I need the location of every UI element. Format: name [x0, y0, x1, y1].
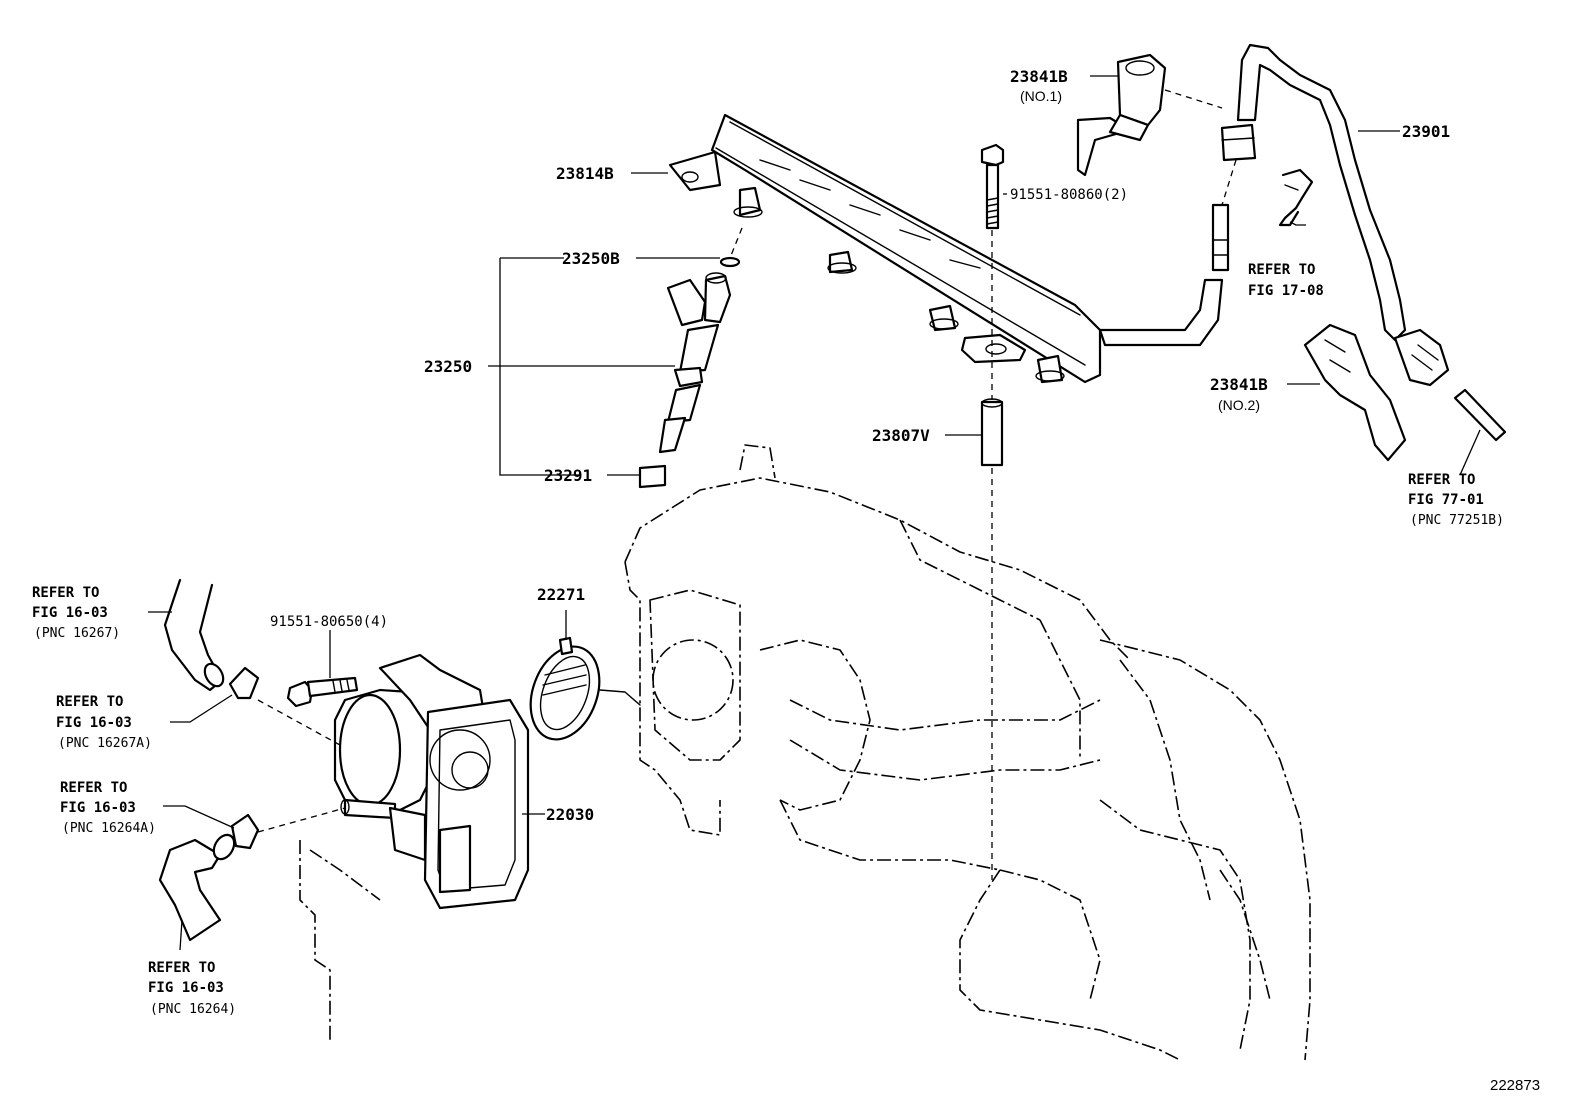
water-hose-upper[interactable]	[163, 578, 227, 692]
label-91551-80860: 91551-80860(2)	[1010, 187, 1128, 203]
leader-lines	[148, 75, 1481, 951]
ref-16264-line2: FIG 16-03	[148, 980, 224, 996]
vacuum-tube[interactable]	[1453, 388, 1507, 442]
fuel-hose[interactable]	[1220, 43, 1450, 387]
fuel-injector[interactable]	[658, 256, 741, 454]
label-23291: 23291	[544, 466, 592, 485]
ref-fig77-01-line1: REFER TO	[1408, 472, 1475, 488]
ref-16267a-line3: (PNC 16267A)	[58, 736, 152, 751]
bolt-rail[interactable]	[980, 143, 1005, 230]
ref-16264a-line3: (PNC 16264A)	[62, 821, 156, 836]
throttle-gasket[interactable]	[519, 636, 612, 749]
label-23841b-no2-sub: (NO.2)	[1218, 397, 1260, 413]
hose-clamp-upper[interactable]	[228, 666, 260, 700]
label-23250b: 23250B	[562, 249, 620, 268]
label-23901: 23901	[1402, 122, 1450, 141]
label-23841b-no1: 23841B	[1010, 67, 1068, 86]
figure-number: 222873	[1490, 1077, 1540, 1094]
ref-fig77-01-line2: FIG 77-01	[1408, 492, 1484, 508]
label-22271: 22271	[537, 585, 585, 604]
ref-16267-line1: REFER TO	[32, 585, 99, 601]
ref-16264a-line2: FIG 16-03	[60, 800, 136, 816]
collar[interactable]	[980, 398, 1004, 467]
label-91551-80650: 91551-80650(4)	[270, 614, 388, 630]
throttle-body-bolt[interactable]	[286, 676, 359, 708]
clamp-no2[interactable]	[1303, 323, 1407, 462]
hose-clamp-lower[interactable]	[230, 813, 260, 850]
label-23807v: 23807V	[872, 426, 930, 445]
hose-clip[interactable]	[1278, 168, 1314, 227]
label-23814b: 23814B	[556, 164, 614, 183]
ref-16267a-line2: FIG 16-03	[56, 715, 132, 731]
throttle-body[interactable]	[333, 653, 530, 910]
fuel-pipe-connector[interactable]	[1211, 203, 1230, 272]
ref-fig17-08-line2: FIG 17-08	[1248, 283, 1324, 299]
injector-insulator[interactable]	[638, 464, 667, 489]
ref-16267-line3: (PNC 16267)	[34, 626, 120, 641]
label-23841b-no2: 23841B	[1210, 375, 1268, 394]
label-23841b-no1-sub: (NO.1)	[1020, 88, 1062, 104]
engine-phantom-outline	[299, 444, 1311, 1061]
ref-16264-line1: REFER TO	[148, 960, 215, 976]
ref-fig77-01-line3: (PNC 77251B)	[1410, 513, 1504, 528]
clamp-no1[interactable]	[1076, 53, 1167, 177]
label-22030: 22030	[546, 805, 594, 824]
ref-fig17-08-line1: REFER TO	[1248, 262, 1315, 278]
ref-16264-line3: (PNC 16264)	[150, 1002, 236, 1017]
assembly-dashed-lines	[257, 89, 1237, 880]
ref-16267-line2: FIG 16-03	[32, 605, 108, 621]
ref-16264a-line1: REFER TO	[60, 780, 127, 796]
water-hose-lower[interactable]	[158, 831, 238, 942]
fuel-delivery-rail[interactable]	[668, 113, 1224, 384]
ref-16267a-line1: REFER TO	[56, 694, 123, 710]
part-labels: 23841B (NO.1) 23901 23814B 91551-80860(2…	[270, 67, 1450, 824]
label-23250: 23250	[424, 357, 472, 376]
reference-notes: REFER TO FIG 17-08 REFER TO FIG 77-01 (P…	[32, 262, 1504, 1017]
